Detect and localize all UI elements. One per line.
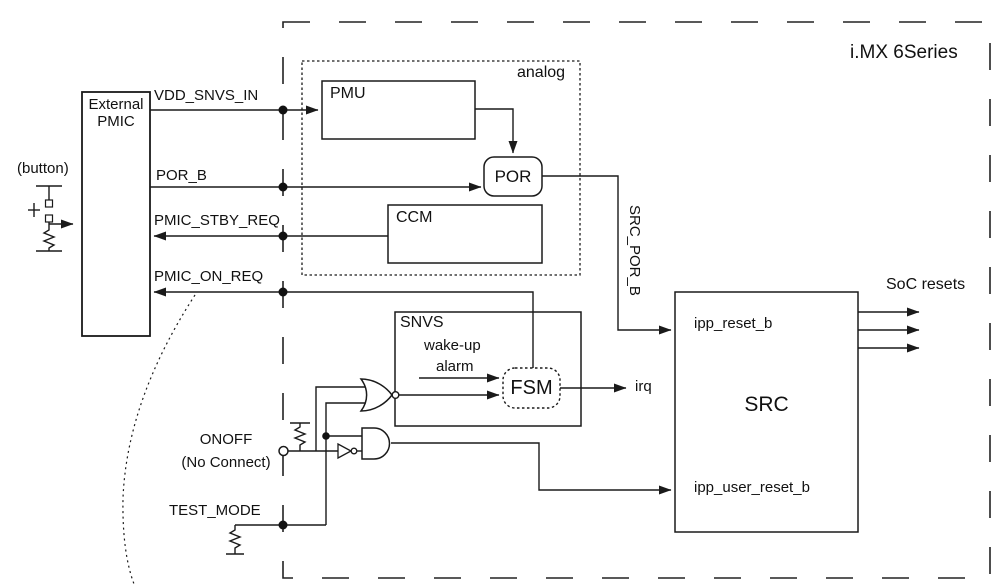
pmu-label: PMU — [330, 85, 366, 102]
fsm-block — [502, 367, 561, 409]
wire-testmode-to-nor — [325, 402, 366, 525]
signal-por-b: POR_B — [156, 167, 207, 184]
button-label: (button) — [17, 160, 69, 177]
external-pmic-block — [81, 91, 151, 337]
junction-stby — [278, 231, 288, 241]
wire-pmu-to-por — [475, 108, 518, 154]
signal-vdd-snvs-in: VDD_SNVS_IN — [154, 87, 259, 104]
signal-pmic-on-req: PMIC_ON_REQ — [154, 268, 264, 285]
nor-gate-icon — [359, 378, 393, 412]
nor-output-bubble-icon — [391, 391, 400, 400]
onoff-pin-circle-icon — [278, 445, 289, 457]
inverter-bubble-icon — [350, 447, 358, 455]
src-block — [674, 291, 859, 533]
junction-vdd — [278, 105, 288, 115]
pmu-block — [321, 80, 476, 140]
test-mode-label: TEST_MODE — [169, 502, 261, 519]
fsm-label: FSM — [510, 376, 553, 399]
blocks — [81, 80, 859, 533]
snvs-label: SNVS — [400, 314, 444, 331]
ccm-block — [387, 204, 543, 264]
external-pmic-label: External PMIC — [82, 96, 150, 130]
no-connect-label: (No Connect) — [181, 454, 271, 471]
wakeup-label: wake-up — [424, 337, 481, 354]
chip-title: i.MX 6Series — [850, 42, 958, 63]
wire-onoff-to-nor — [315, 386, 366, 451]
src-label: SRC — [744, 393, 789, 416]
por-label: POR — [494, 167, 532, 186]
onoff-pull-resistor-icon — [290, 422, 310, 451]
analog-region-outline — [301, 60, 581, 276]
ccm-label: CCM — [396, 209, 433, 226]
and-gate-icon — [361, 427, 391, 460]
junction-por-b — [278, 182, 288, 192]
testmode-pulldown-resistor-icon — [226, 525, 244, 555]
junction-on-req — [278, 287, 288, 297]
wire-pmic-on-req — [153, 287, 534, 368]
junction-test-mode — [278, 520, 288, 530]
signal-pmic-stby-req: PMIC_STBY_REQ — [154, 212, 280, 229]
soc-resets-label: SoC resets — [886, 276, 966, 293]
src-por-b-label: SRC_POR_B — [626, 205, 643, 296]
external-pmic-label-line2: PMIC — [97, 113, 135, 130]
junction-dots — [278, 105, 330, 530]
irq-label: irq — [635, 378, 652, 395]
junction-and-input — [322, 432, 330, 440]
chip-boundary — [282, 21, 991, 579]
ipp-user-reset-b-label: ipp_user_reset_b — [694, 479, 810, 496]
inverter-icon — [337, 442, 353, 460]
analog-region-label: analog — [517, 64, 566, 81]
boundary-cut-curve — [122, 294, 196, 584]
wire-src-por-b — [542, 175, 672, 335]
wire-and-to-src — [391, 442, 672, 495]
onoff-label: ONOFF — [199, 431, 253, 448]
push-button-icon — [28, 185, 62, 252]
logic-gates — [337, 378, 400, 460]
external-pmic-label-line1: External — [88, 96, 144, 113]
ipp-reset-b-label: ipp_reset_b — [694, 315, 773, 332]
alarm-label: alarm — [436, 358, 474, 375]
snvs-block — [394, 311, 582, 427]
